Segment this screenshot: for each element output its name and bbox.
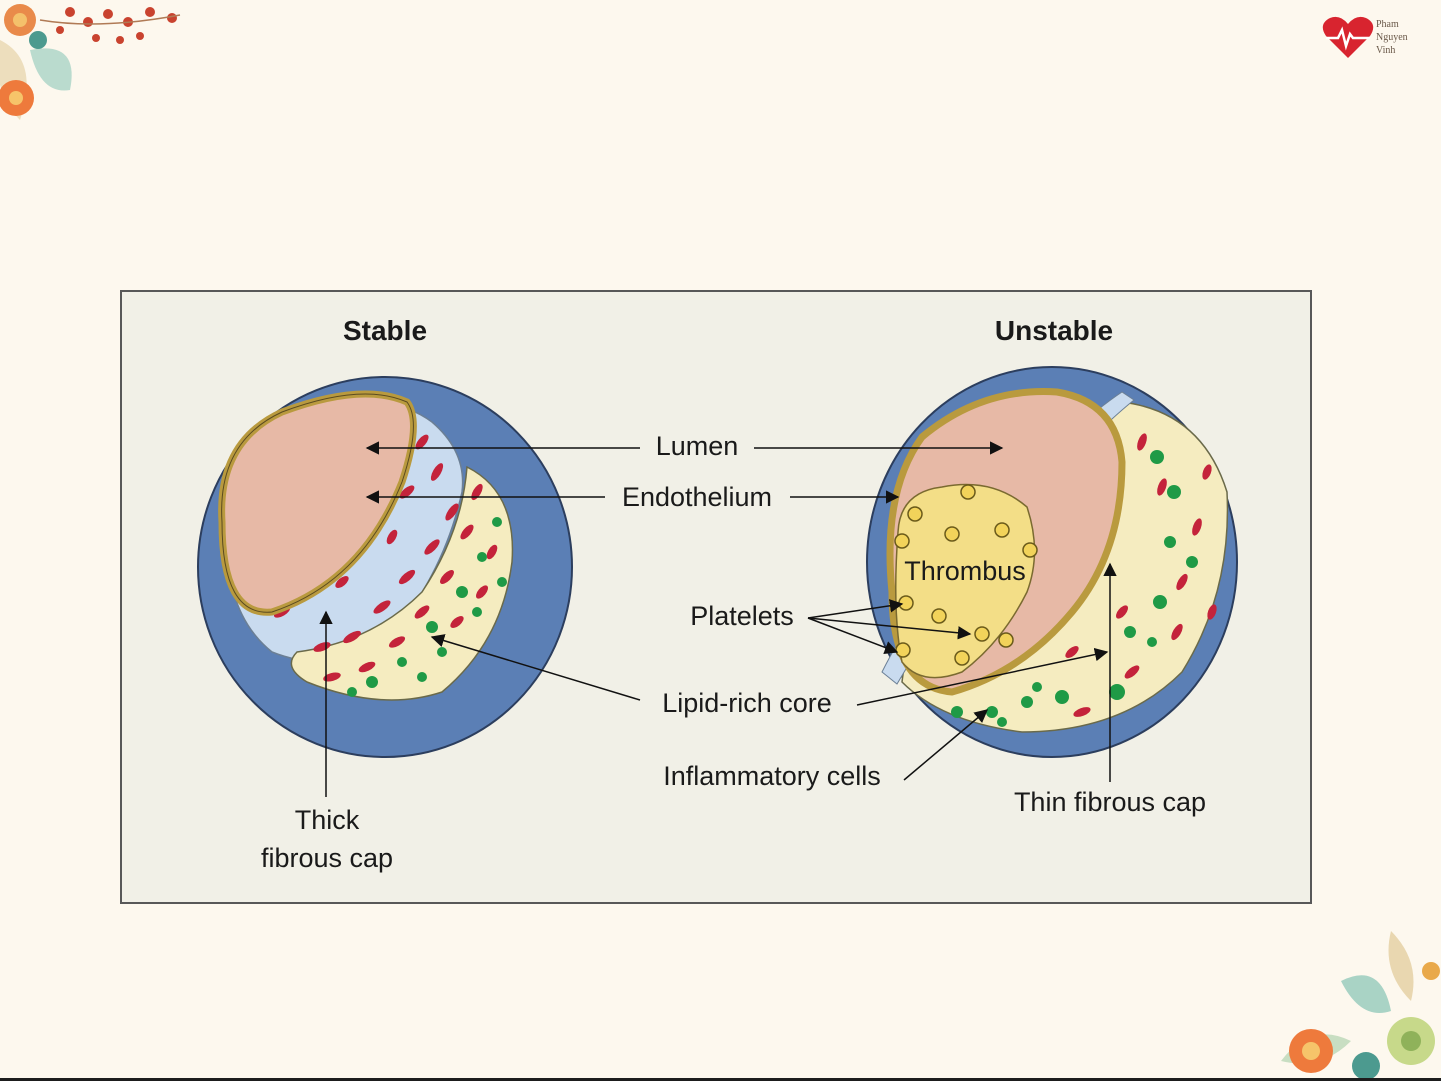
label-platelets: Platelets bbox=[690, 601, 794, 631]
logo-line-2: Nguyen bbox=[1376, 31, 1436, 44]
label-inflammatory-cells: Inflammatory cells bbox=[663, 761, 881, 791]
label-endothelium: Endothelium bbox=[622, 482, 772, 512]
plaque-diagram-panel: Stable Unstable bbox=[120, 290, 1312, 904]
label-thick-cap-line2: fibrous cap bbox=[261, 843, 393, 873]
floral-corner-bottom-right bbox=[1271, 931, 1441, 1081]
logo-line-3: Vinh bbox=[1376, 44, 1436, 57]
label-thin-fibrous-cap: Thin fibrous cap bbox=[1014, 787, 1206, 817]
heart-icon bbox=[1322, 14, 1374, 60]
logo-line-1: Pham bbox=[1376, 18, 1436, 31]
plaque-diagram: Stable Unstable bbox=[122, 292, 1310, 902]
label-lumen: Lumen bbox=[656, 431, 739, 461]
label-thrombus: Thrombus bbox=[904, 556, 1026, 586]
brand-logo: Pham Nguyen Vinh bbox=[1322, 14, 1432, 66]
floral-corner-top-left bbox=[0, 0, 190, 130]
label-lipid-rich-core: Lipid-rich core bbox=[662, 688, 832, 718]
logo-text: Pham Nguyen Vinh bbox=[1376, 18, 1436, 57]
stable-title: Stable bbox=[343, 315, 427, 346]
unstable-title: Unstable bbox=[995, 315, 1113, 346]
stable-plaque bbox=[198, 377, 572, 757]
label-thick-cap-line1: Thick bbox=[295, 805, 360, 835]
